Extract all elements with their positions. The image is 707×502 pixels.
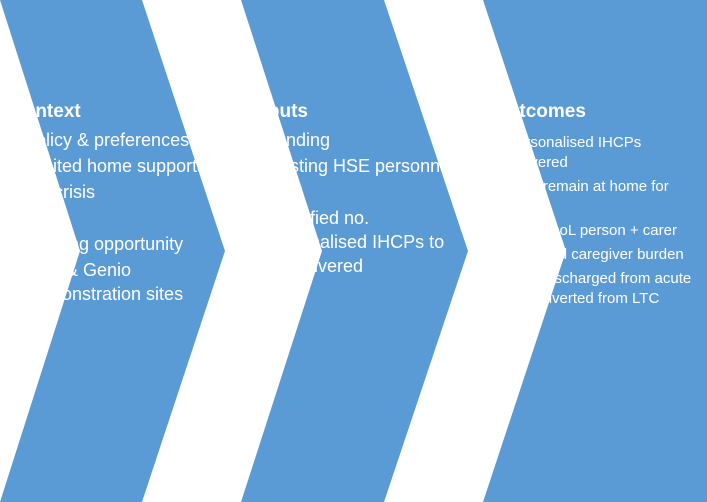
context-item: ED crisis (10, 180, 210, 204)
outcomes-item: PwD remain at home for longer (493, 177, 705, 217)
inputs-item: Funding (251, 128, 456, 152)
outcomes-item: Personalised IHCPs delivered (493, 133, 705, 173)
outcomes-panel: Outcomes Personalised IHCPs delivered Pw… (493, 100, 705, 313)
context-item: HSE & Genio Demonstration sites (10, 258, 210, 306)
outcomes-title: Outcomes (493, 101, 586, 122)
context-item: Funding opportunity (10, 232, 210, 256)
inputs-panel: Inputs Funding Existing HSE personnel SO… (251, 100, 456, 280)
context-item: Policy & preferences (10, 128, 210, 152)
inputs-item: Existing HSE personnel (251, 154, 456, 178)
context-item: NDS (10, 206, 210, 230)
context-title: Context (10, 101, 81, 122)
context-panel: Context Policy & preferences Limited hom… (10, 100, 210, 308)
outcomes-item: Good QoL person + carer (493, 221, 705, 241)
inputs-list: Funding Existing HSE personnel SOP Speci… (251, 128, 456, 278)
inputs-title: Inputs (251, 101, 308, 122)
inputs-item: Specified no. personalised IHCPs to be d… (251, 206, 456, 278)
inputs-item: SOP (251, 180, 456, 204)
outcomes-item: Reduced caregiver burden (493, 245, 705, 265)
context-item: Limited home supports (10, 154, 210, 178)
outcomes-item: PwD discharged from acute care/diverted … (493, 269, 705, 309)
outcomes-list: Personalised IHCPs delivered PwD remain … (493, 133, 705, 309)
context-list: Policy & preferences Limited home suppor… (10, 128, 210, 306)
